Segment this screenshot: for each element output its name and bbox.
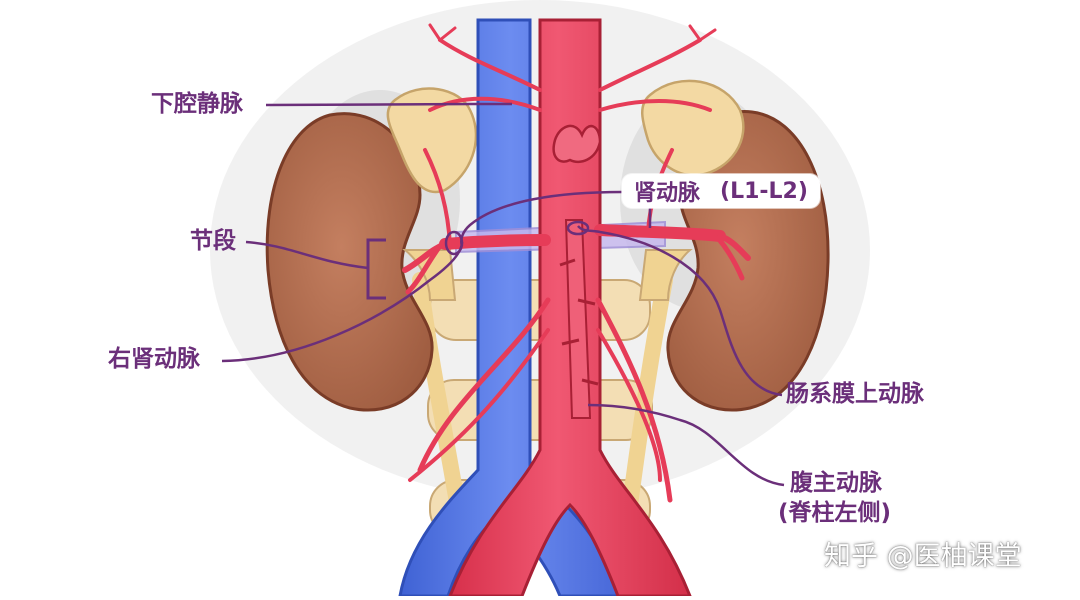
abdominal-aorta bbox=[447, 18, 693, 598]
right-renal-artery-label: 右肾动脉 bbox=[108, 346, 200, 372]
renal-level-label: (L1-L2) bbox=[720, 178, 808, 204]
aorta-note-label: (脊柱左侧) bbox=[778, 500, 892, 526]
ivc-label: 下腔静脉 bbox=[151, 91, 243, 117]
renal-artery-callout: 肾动脉 (L1-L2) bbox=[622, 174, 820, 208]
segments-bracket bbox=[366, 238, 386, 300]
right-kidney bbox=[265, 112, 457, 412]
renal-artery-label: 肾动脉 bbox=[634, 181, 701, 206]
adrenal-glands bbox=[386, 79, 745, 194]
sma-label: 肠系膜上动脉 bbox=[786, 381, 924, 407]
watermark: 知乎 @医柚课堂 bbox=[824, 541, 1022, 572]
leader-hooks bbox=[444, 220, 590, 256]
segments-label: 节段 bbox=[190, 228, 236, 254]
aorta-label: 腹主动脉 bbox=[790, 470, 882, 496]
